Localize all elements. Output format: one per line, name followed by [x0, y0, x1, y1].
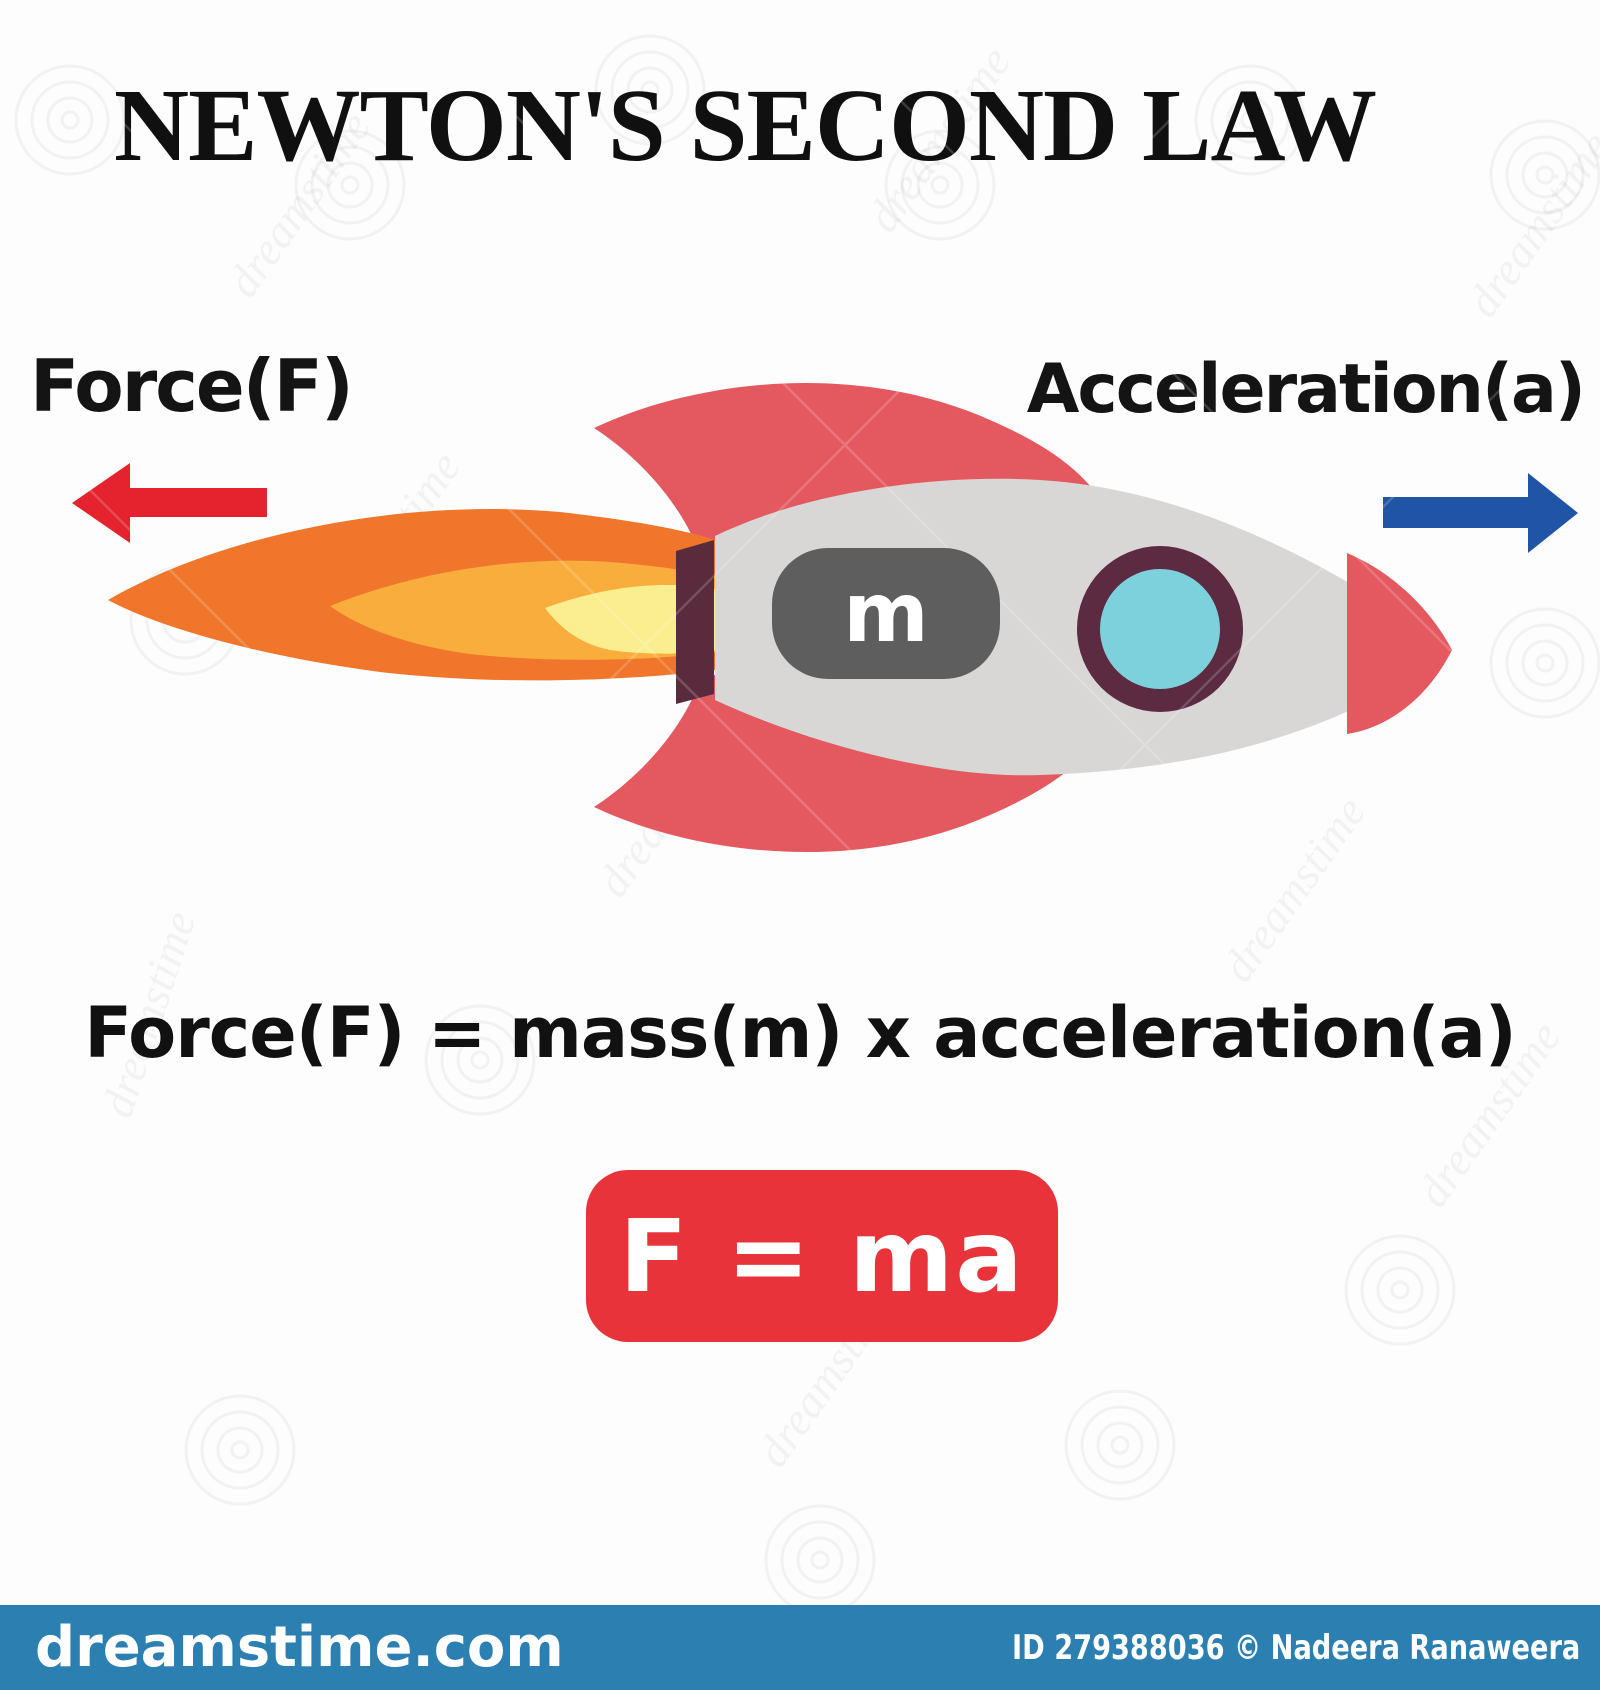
formula-line: Force(F) = mass(m) x acceleration(a) — [84, 992, 1517, 1074]
force-arrow-icon — [72, 463, 267, 543]
acceleration-arrow-icon — [1383, 473, 1578, 553]
window-glass — [1100, 569, 1220, 689]
rocket-nose-cone — [1347, 553, 1452, 734]
force-label: Force(F) — [30, 344, 354, 428]
formula-box-text: F = ma — [619, 1197, 1025, 1315]
acceleration-label: Acceleration(a) — [1026, 350, 1586, 429]
mass-label: m — [843, 566, 929, 661]
mass-panel: m — [772, 548, 1000, 679]
footer-bar: dreamstime.com ID 279388036 © Nadeera Ra… — [0, 1605, 1600, 1690]
formula-box: F = ma — [586, 1170, 1058, 1342]
dreamstime-logo: dreamstime.com — [35, 1615, 564, 1680]
rocket-nozzle — [676, 540, 714, 704]
image-credit: ID 279388036 © Nadeera Ranaweera — [1011, 1627, 1580, 1668]
page-title: NEWTON'S SECOND LAW — [113, 68, 1377, 183]
